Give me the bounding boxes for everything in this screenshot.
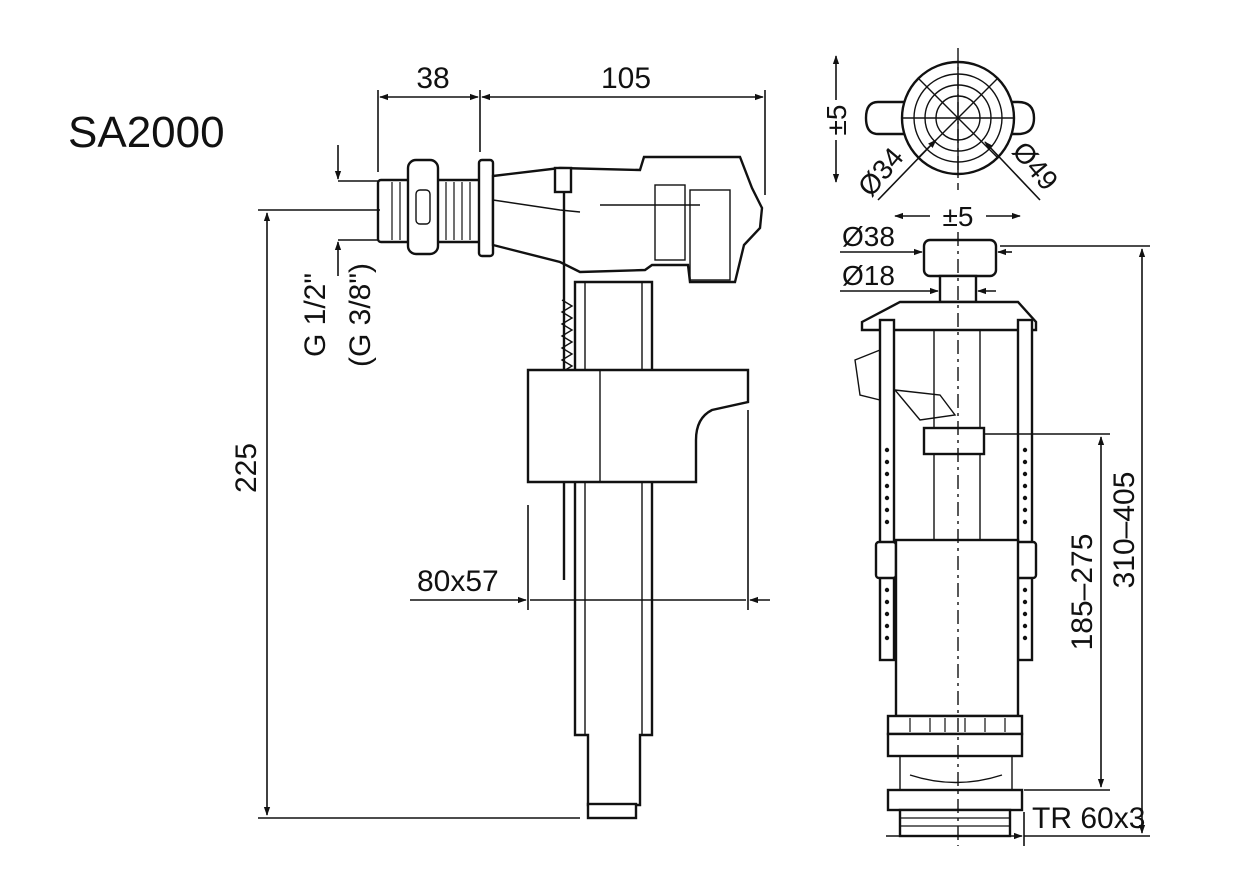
- push-button: [922, 238, 998, 278]
- scale-ring: [886, 714, 1024, 736]
- thread-hatching: [391, 182, 471, 240]
- flush-valve-views: Ø34 Ø49 ±5 ±5: [821, 48, 1150, 846]
- flush-valve-top-view: Ø34 Ø49 ±5: [821, 48, 1064, 202]
- dim-d34-label: Ø34: [852, 142, 910, 202]
- float: [526, 368, 750, 484]
- thread-alt-label: (G 3/8"): [344, 263, 377, 367]
- dim-d18-label: Ø18: [842, 260, 895, 291]
- dim-105-label: 105: [601, 62, 651, 95]
- riser-tube: [573, 280, 654, 807]
- lock-nut: [406, 158, 440, 256]
- float-size-label: 80x57: [417, 565, 499, 598]
- thread-tr-label: TR 60x3: [1032, 802, 1145, 835]
- valve-foot: [586, 802, 638, 820]
- valve-housing: [491, 155, 764, 284]
- dim-38-label: 38: [416, 62, 449, 95]
- left-rail: [878, 318, 896, 662]
- dim-225-label: 225: [230, 443, 263, 493]
- thread-main-label: G 1/2": [299, 273, 332, 357]
- float-stop: [922, 426, 986, 456]
- right-rail: [1016, 318, 1034, 662]
- model-title: SA2000: [68, 108, 225, 157]
- washer: [477, 158, 495, 258]
- dim-pm5-side-label: ±5: [943, 201, 974, 232]
- dim-pm5-top-label: ±5: [821, 105, 852, 136]
- flush-valve-front-view: [854, 232, 1038, 846]
- fill-valve-side-view: 38 105 G 1/2" (G 3/8") 225 80x57: [230, 62, 770, 820]
- dim-d38-label: Ø38: [842, 221, 895, 252]
- threaded-base: [886, 788, 1024, 812]
- dim-d49-label: Ø49: [1006, 136, 1064, 196]
- dim-310-405-label: 310–405: [1108, 472, 1141, 589]
- dim-185-275-label: 185–275: [1066, 534, 1099, 651]
- rail-holes: [884, 447, 1028, 641]
- overflow-body: [894, 538, 1020, 718]
